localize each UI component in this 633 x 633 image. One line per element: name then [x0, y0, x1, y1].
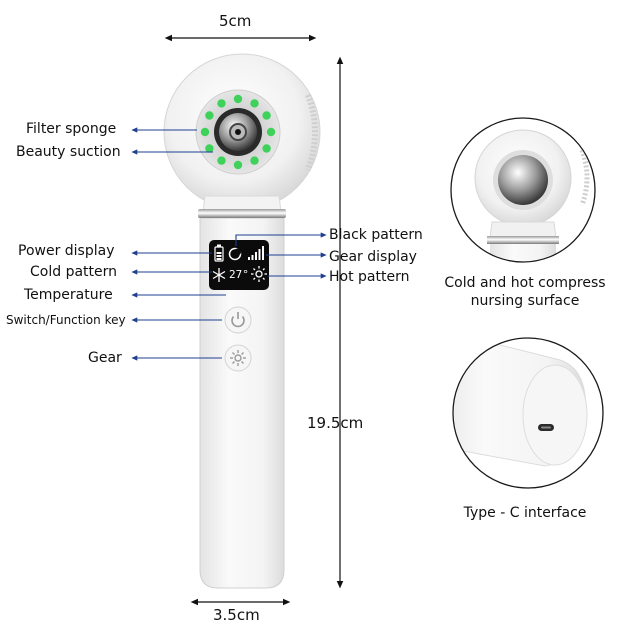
- temperature-readout: 27°: [229, 268, 249, 281]
- label-beauty-suction: Beauty suction: [16, 144, 121, 160]
- led-light: [200, 127, 210, 137]
- label-power-display: Power display: [18, 243, 115, 259]
- label-hot-pattern: Hot pattern: [329, 269, 410, 285]
- device-handle: [199, 217, 285, 589]
- led-light: [233, 94, 243, 104]
- led-ring: [200, 94, 276, 170]
- led-light: [250, 156, 259, 165]
- led-light: [217, 156, 226, 165]
- label-gear: Gear: [88, 350, 122, 366]
- device: [163, 53, 321, 589]
- label-temperature: Temperature: [24, 287, 113, 303]
- led-light: [205, 111, 214, 120]
- head-grip-ridges: [305, 93, 318, 172]
- label-black-pattern: Black pattern: [329, 227, 423, 243]
- led-light: [233, 160, 243, 170]
- width-dimension: 5cm: [219, 12, 252, 30]
- suction-hole: [235, 129, 241, 135]
- type-c-caption: Type - C interface: [463, 505, 587, 521]
- led-light: [262, 144, 271, 153]
- led-light: [250, 99, 259, 108]
- callout-arrows: [131, 127, 327, 361]
- compress-caption-line2: nursing surface: [470, 292, 580, 309]
- arrow-black-pattern: [235, 232, 327, 246]
- gear-icon: [230, 350, 246, 366]
- switch-function-button[interactable]: [224, 306, 252, 334]
- label-filter-sponge: Filter sponge: [26, 121, 117, 137]
- chrome-ring: [198, 209, 286, 218]
- height-dimension: 19.5cm: [307, 414, 364, 432]
- led-light: [205, 144, 214, 153]
- label-gear-display: Gear display: [329, 249, 417, 265]
- snowflake-icon: [212, 268, 226, 282]
- moon-icon: [228, 247, 242, 261]
- power-icon: [231, 312, 245, 328]
- bottom-width-dimension: 3.5cm: [213, 606, 260, 624]
- led-light: [262, 111, 271, 120]
- label-switch-function-key: Switch/Function key: [6, 313, 126, 327]
- gear-button[interactable]: [224, 344, 252, 372]
- led-light: [266, 127, 276, 137]
- signal-bars-icon: [248, 246, 264, 260]
- type-c-detail: [452, 337, 604, 489]
- led-light: [217, 99, 226, 108]
- label-cold-pattern: Cold pattern: [30, 264, 118, 280]
- compress-caption-line1: Cold and hot compress: [444, 275, 606, 291]
- battery-icon: [214, 244, 224, 262]
- sun-icon: [251, 266, 267, 282]
- compress-caption: Cold and hot compress nursing surface: [425, 275, 625, 310]
- compress-surface-detail: [450, 117, 596, 263]
